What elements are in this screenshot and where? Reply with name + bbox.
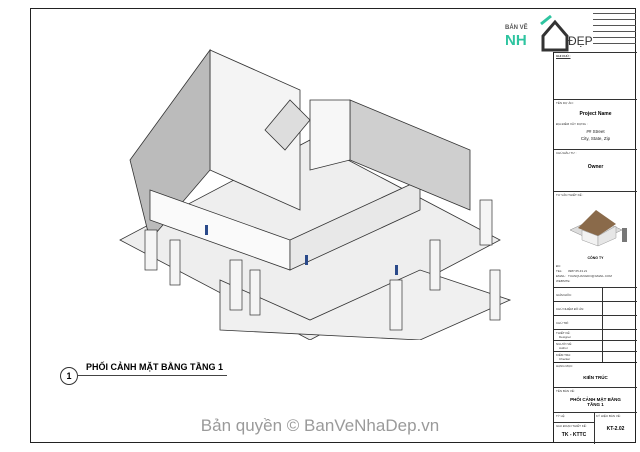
phase-value: TK - KTTC bbox=[561, 432, 587, 438]
category-label: HẠNG MỤC: bbox=[556, 364, 574, 368]
isometric-floor-plan-drawing bbox=[119, 48, 512, 340]
title-block: GHI CHÚ : TÊN DỰ ÁN : Project Name ĐỊA Đ… bbox=[553, 52, 637, 444]
sheet-frame bbox=[30, 8, 636, 443]
company-address-label: ĐC: bbox=[556, 264, 562, 268]
location-label: ĐỊA ĐIỂM XÂY DỰNG : bbox=[556, 122, 588, 126]
logo-text-dep: ĐẸP bbox=[568, 34, 593, 48]
director-label: GIÁM ĐỐC: bbox=[556, 293, 573, 297]
sheet-number: KT-2.02 bbox=[606, 426, 625, 432]
caption-underline bbox=[77, 375, 227, 376]
copyright-watermark: Bản quyền © BanVeNhaDep.vn bbox=[200, 416, 440, 435]
checker-label: KIỂM TRA: bbox=[556, 353, 571, 357]
designer-label: THIẾT KẾ: bbox=[556, 331, 571, 335]
company-email-label: EMAIL: bbox=[556, 274, 566, 278]
designer-name: Designer bbox=[559, 335, 572, 339]
house-render-image bbox=[569, 210, 627, 247]
view-title: PHỐI CẢNH MẶT BẰNG TẦNG 1 bbox=[86, 362, 223, 372]
owner-label: CHỦ ĐẦU TƯ : bbox=[556, 151, 577, 155]
consultant-label: TƯ VẤN THIẾT KẾ : bbox=[556, 193, 584, 197]
project-manager-label: CHỦ NHIỆM ĐỒ ÁN: bbox=[556, 307, 585, 311]
logo-text-top: BẢN VẼ bbox=[505, 25, 528, 31]
notes-label: GHI CHÚ : bbox=[556, 54, 571, 58]
phase-label: GIAI ĐOẠN THIẾT KẾ: bbox=[556, 424, 587, 428]
logo: BẢN VẼ NH ĐẸP bbox=[505, 12, 605, 52]
company-tel: 0987.65.43.21 bbox=[568, 269, 588, 273]
revision-table bbox=[593, 8, 636, 46]
address-line1: ## Street bbox=[586, 129, 605, 134]
drafter-name: Author bbox=[559, 346, 568, 350]
drafter-label: NGƯỜI VẼ: bbox=[556, 342, 573, 346]
sheet-code-label: KÝ HIỆU BẢN VẼ: bbox=[596, 414, 621, 418]
company-tel-label: TEL: bbox=[556, 269, 563, 273]
project-name: Project Name bbox=[579, 111, 612, 117]
sheet-name: PHỐI CẢNH MẶT BẰNG TẦNG 1 bbox=[570, 397, 621, 407]
view-number: 1 bbox=[60, 367, 78, 385]
logo-text-nh: NH bbox=[505, 32, 527, 49]
company-email: TUANQUANGDO@GMAIL.COM bbox=[568, 274, 612, 278]
sheet-name-label: TÊN BẢN VẼ: bbox=[556, 389, 575, 393]
logo-house-icon bbox=[540, 14, 569, 52]
project-label: TÊN DỰ ÁN : bbox=[556, 101, 575, 105]
category-value: KIẾN TRÚC bbox=[583, 375, 608, 380]
company-website-label: WEBSITE: bbox=[556, 279, 571, 283]
lead-label: CHỦ TRÌ: bbox=[556, 321, 569, 325]
address-line2: City, State, Zip bbox=[580, 136, 611, 141]
owner-name: Owner bbox=[587, 164, 604, 170]
checker-name: Checker bbox=[559, 357, 571, 361]
scale-label: TỶ LỆ: bbox=[556, 414, 566, 418]
company-name: CÔNG TY bbox=[587, 256, 604, 260]
